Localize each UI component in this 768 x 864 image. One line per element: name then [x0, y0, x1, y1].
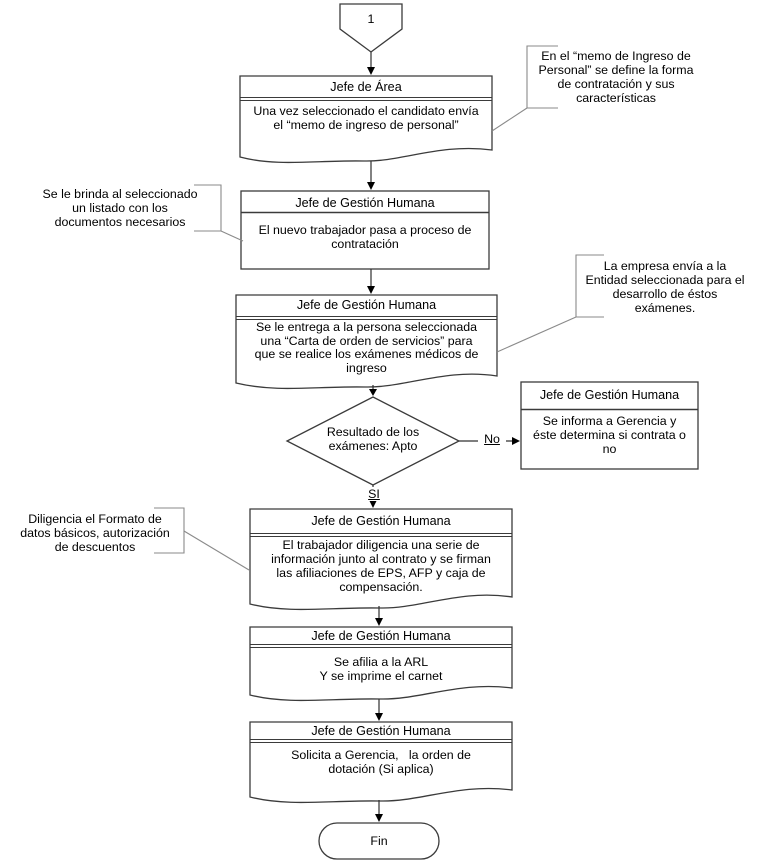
offpage-connector-shape — [339, 3, 403, 53]
box-orden-servicios-body: Se le entrega a la persona seleccionada … — [254, 320, 479, 375]
offpage-connector-label: 1 — [367, 12, 375, 26]
annotation-formato: Diligencia el Formato de datos básicos, … — [20, 512, 170, 554]
annotation-listado: Se le brinda al seleccionado un listado … — [42, 187, 198, 229]
box-dotacion-header: Jefe de Gestión Humana — [311, 724, 451, 738]
box-arl-body: Se afilia a la ARL Y se imprime el carne… — [319, 655, 443, 683]
process-shape-no-apto — [520, 381, 699, 470]
terminator-shape-fin — [318, 822, 440, 860]
box-orden-servicios-header: Jefe de Gestión Humana — [296, 298, 437, 312]
decision-question: Resultado de los exámenes: Apto — [326, 425, 420, 453]
box-no-apto-header: Jefe de Gestión Humana — [539, 388, 680, 402]
box-afiliaciones-header: Jefe de Gestión Humana — [311, 514, 451, 528]
box-contratacion-body: El nuevo trabajador pasa a proceso de co… — [258, 223, 472, 251]
box-afiliaciones-body: El trabajador diligencia una serie de in… — [271, 538, 491, 594]
decision-yes-label: SI — [361, 487, 387, 501]
box-arl-header: Jefe de Gestión Humana — [311, 629, 451, 643]
header-dividers — [236, 97, 698, 743]
flow-arrowheads — [367, 67, 520, 822]
terminator-label: Fin — [370, 834, 388, 848]
document-shape-afiliaciones — [249, 508, 513, 611]
document-shape-arl — [249, 626, 513, 702]
annotation-memo: En el “memo de Ingreso de Personal” se d… — [538, 49, 694, 105]
box-area-header: Jefe de Área — [330, 80, 402, 94]
box-no-apto-body: Se informa a Gerencia y éste determina s… — [533, 414, 686, 456]
process-shape-contratacion — [240, 190, 490, 270]
box-area-body: Una vez seleccionado el candidato envía … — [253, 104, 479, 132]
box-contratacion-header: Jefe de Gestión Humana — [295, 196, 435, 210]
decision-no-label: No — [478, 432, 506, 446]
document-shape-orden-servicios — [235, 294, 498, 390]
box-dotacion-body: Solicita a Gerencia, la orden de dotació… — [291, 748, 471, 776]
annotation-brackets — [154, 45, 604, 571]
annotation-entidad: La empresa envía a la Entidad selecciona… — [585, 259, 745, 315]
